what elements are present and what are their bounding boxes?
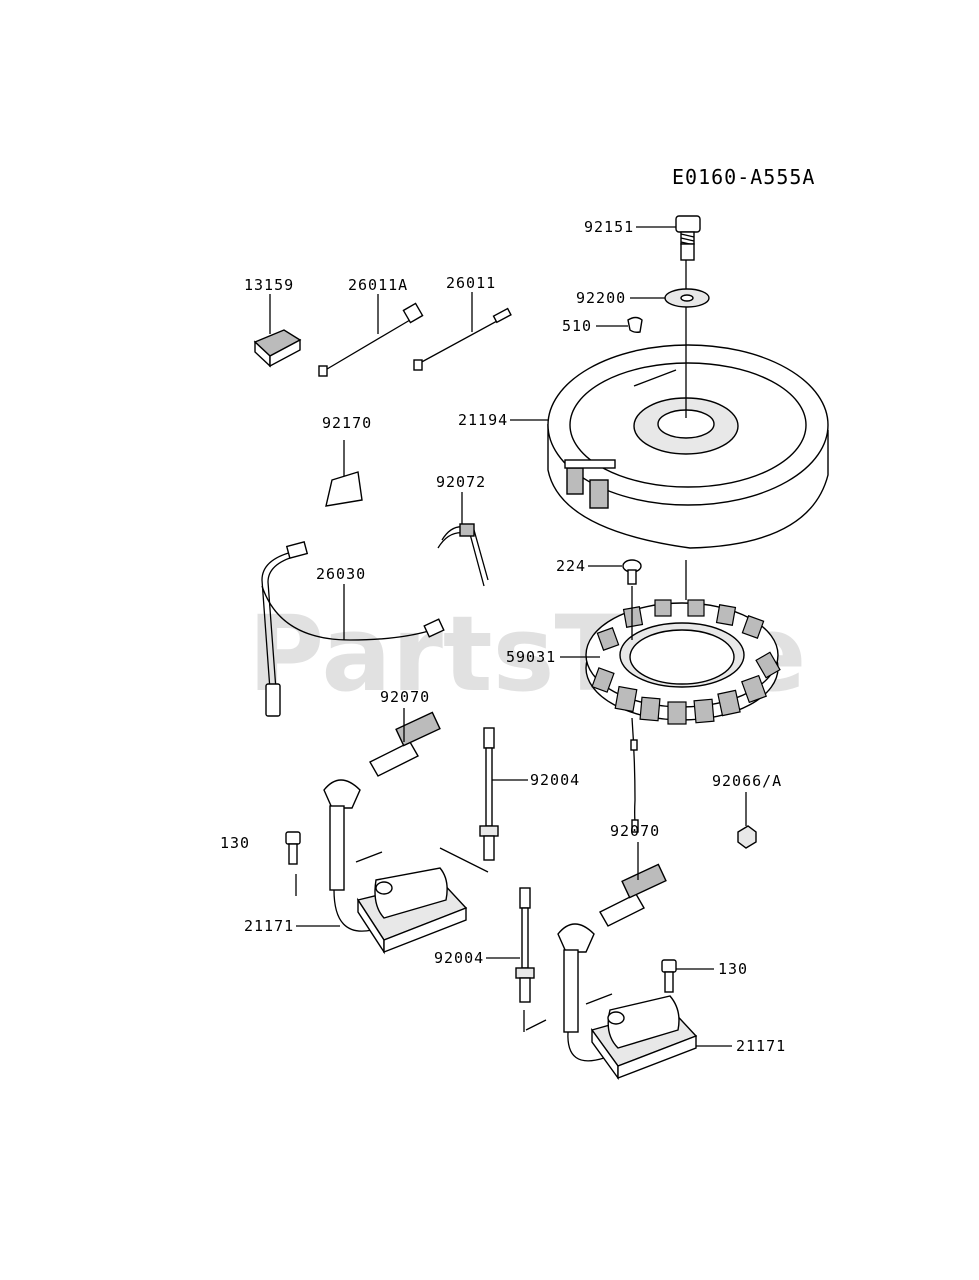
label-21171-right[interactable]: 21171: [736, 1037, 786, 1055]
flywheel-21194[interactable]: [547, 344, 829, 549]
label-92004-lower[interactable]: 92004: [434, 949, 484, 967]
label-21171-left[interactable]: 21171: [244, 917, 294, 935]
label-92070-left[interactable]: 92070: [380, 688, 430, 706]
key-510[interactable]: [627, 316, 643, 333]
clamp-92072[interactable]: [437, 492, 489, 587]
bolt-130-left[interactable]: [285, 831, 301, 865]
label-13159[interactable]: 13159: [244, 276, 294, 294]
label-92151[interactable]: 92151: [584, 218, 634, 236]
label-510[interactable]: 510: [562, 317, 592, 335]
label-130-right[interactable]: 130: [718, 960, 748, 978]
harness-26011A[interactable]: [318, 302, 424, 377]
spark-plug-92070-left[interactable]: [369, 708, 441, 777]
spark-plug-92070-right[interactable]: [599, 842, 667, 927]
ignition-coil-21171-right[interactable]: [557, 923, 698, 1081]
label-92070-right[interactable]: 92070: [610, 822, 660, 840]
label-59031[interactable]: 59031: [506, 648, 556, 666]
label-92066A[interactable]: 92066/A: [712, 772, 782, 790]
connector-13159[interactable]: [253, 329, 302, 368]
stud-92004-lower[interactable]: [515, 887, 535, 1003]
washer-92200[interactable]: [664, 288, 710, 308]
label-224[interactable]: 224: [556, 557, 586, 575]
coil-right-hint: [585, 993, 613, 1005]
bracket-92170[interactable]: [325, 440, 363, 507]
label-92072[interactable]: 92072: [436, 473, 486, 491]
coil-right-hint-2: [525, 1019, 547, 1031]
label-130-left[interactable]: 130: [220, 834, 250, 852]
label-26011[interactable]: 26011: [446, 274, 496, 292]
diagram-code: E0160-A555A: [672, 165, 815, 189]
label-21194[interactable]: 21194: [458, 411, 508, 429]
stud-92004-upper[interactable]: [479, 727, 499, 861]
label-26030[interactable]: 26030: [316, 565, 366, 583]
bolt-92151[interactable]: [675, 215, 701, 261]
harness-26011[interactable]: [413, 307, 512, 371]
bolt-130-right[interactable]: [661, 959, 677, 993]
label-92004-upper[interactable]: 92004: [530, 771, 580, 789]
nut-92066A[interactable]: [737, 825, 757, 849]
ignition-coil-21171-left[interactable]: [323, 779, 468, 955]
lead-wire-26030[interactable]: [261, 541, 445, 717]
coil-left-hint: [355, 851, 383, 863]
label-26011A[interactable]: 26011A: [348, 276, 408, 294]
coil-left-hint-2: [439, 847, 489, 873]
label-92170[interactable]: 92170: [322, 414, 372, 432]
label-92200[interactable]: 92200: [576, 289, 626, 307]
stator-59031[interactable]: [585, 599, 781, 833]
screw-224[interactable]: [622, 559, 642, 585]
